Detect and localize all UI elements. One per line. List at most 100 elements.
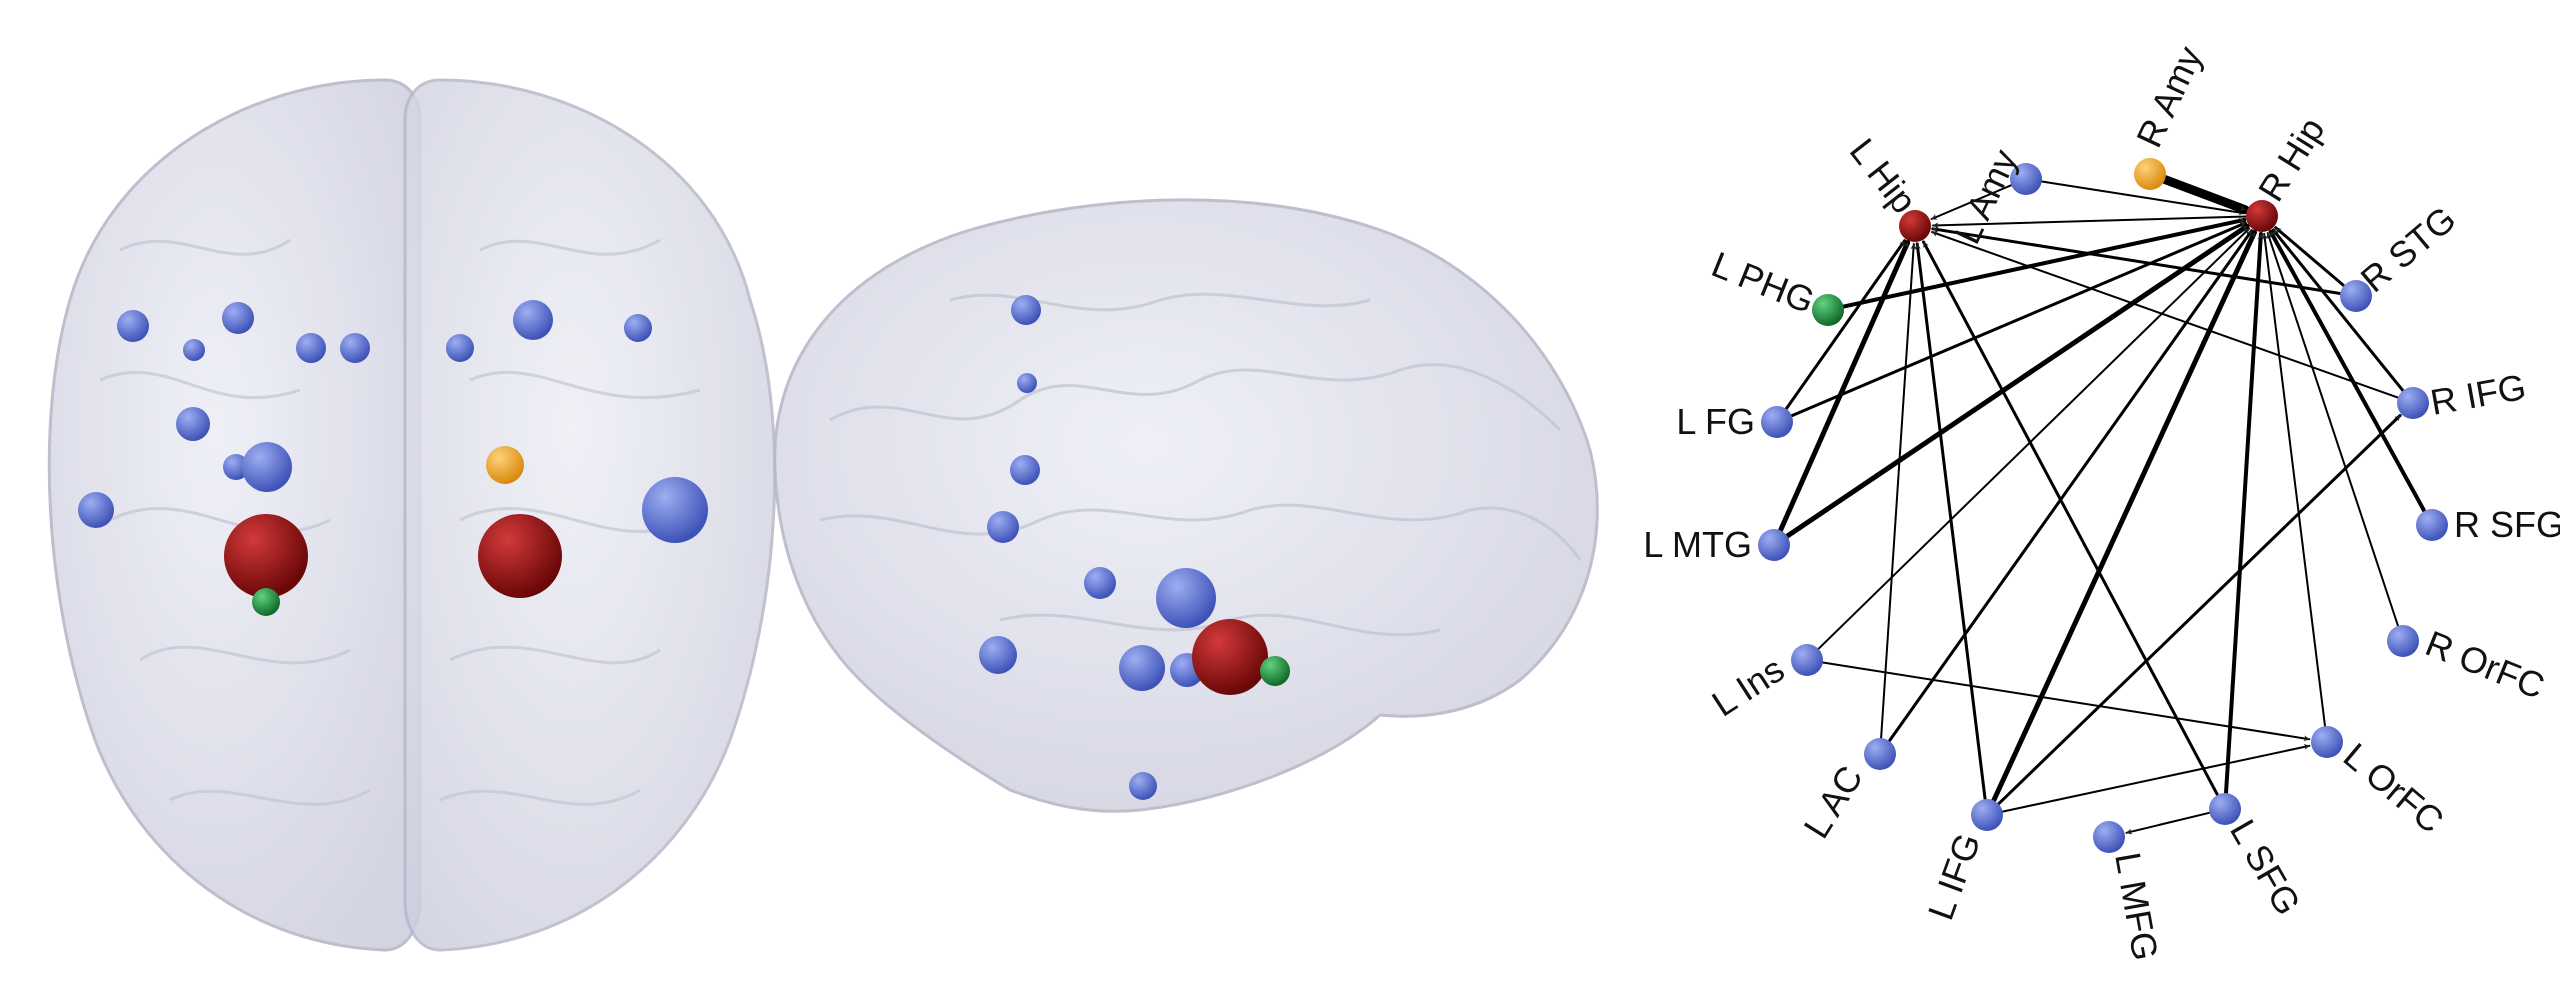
blue-sphere-icon: [1119, 645, 1165, 691]
edge-r-amy-to-r-hip: [2160, 175, 2250, 215]
node-r-sfg: R SFG: [2416, 504, 2560, 545]
node-l-amy: L Amy: [1946, 143, 2042, 250]
node-l-ifg: L IFG: [1920, 799, 2003, 925]
gyri-texture: [819, 292, 1582, 637]
blue-sphere-icon: [296, 333, 326, 363]
node-l-ins: L Ins: [1705, 644, 1823, 724]
node-l-hip: L Hip: [1842, 130, 1931, 242]
edge-l-sfg-to-r-hip: [2224, 232, 2264, 795]
blue-sphere-icon: [1971, 799, 2003, 831]
node-label-l-mtg: L MTG: [1643, 524, 1752, 565]
blue-sphere-icon: [1761, 406, 1793, 438]
green-sphere-icon: [1260, 656, 1290, 686]
red-sphere-icon: [1192, 619, 1268, 695]
blue-sphere-icon: [2093, 821, 2125, 853]
node-label-l-ac: L AC: [1795, 759, 1870, 846]
node-l-fg: L FG: [1676, 401, 1793, 442]
node-label-l-hip: L Hip: [1842, 130, 1925, 220]
node-l-phg: L PHG: [1706, 243, 1844, 326]
edge-layer: [1778, 175, 2427, 835]
node-l-mtg: L MTG: [1643, 524, 1790, 565]
edge-l-orfc-to-r-hip: [2261, 232, 2326, 728]
edge-l-ifg-to-l-hip: [1914, 242, 1987, 801]
node-label-l-orfc: L OrFC: [2336, 735, 2452, 841]
blue-sphere-icon: [1129, 772, 1157, 800]
edge-r-stg-to-r-hip: [2274, 226, 2346, 288]
blue-sphere-icon: [513, 300, 553, 340]
node-label-r-amy: R Amy: [2128, 40, 2210, 153]
blue-sphere-icon: [2209, 793, 2241, 825]
edge-l-ac-to-l-hip: [1880, 243, 1917, 739]
edge-r-stg-to-l-hip: [1931, 226, 2342, 295]
green-sphere-icon: [252, 588, 280, 616]
edge-l-ins-to-l-orfc: [1821, 661, 2311, 742]
right-hemisphere-shape: [403, 78, 777, 952]
edge-l-ins-to-r-hip: [1817, 227, 2251, 650]
edge-l-ifg-to-r-hip: [1991, 229, 2257, 803]
blue-sphere-icon: [2416, 509, 2448, 541]
node-label-r-orfc: R OrFC: [2420, 622, 2550, 706]
node-l-sfg: L SFG: [2209, 793, 2309, 922]
blue-sphere-icon: [642, 477, 708, 543]
blue-sphere-icon: [223, 454, 249, 480]
red-sphere-icon: [1899, 210, 1931, 242]
edge-l-amy-to-r-hip: [2040, 180, 2246, 216]
red-sphere-icon: [478, 514, 562, 598]
blue-sphere-icon: [1010, 455, 1040, 485]
node-label-l-ifg: L IFG: [1920, 828, 1989, 925]
node-r-stg: R STG: [2340, 198, 2463, 312]
edge-r-ifg-to-l-hip: [1931, 230, 2399, 399]
blue-sphere-icon: [176, 407, 210, 441]
brain-side-shape: [773, 198, 1599, 813]
node-r-amy: R Amy: [2128, 40, 2210, 190]
node-label-l-fg: L FG: [1676, 401, 1755, 442]
blue-sphere-icon: [1758, 529, 1790, 561]
blue-sphere-icon: [78, 492, 114, 528]
node-l-ac: L AC: [1795, 738, 1896, 845]
edge-r-ifg-to-r-hip: [2271, 228, 2405, 393]
blue-sphere-icon: [979, 636, 1017, 674]
node-r-hip: R Hip: [2246, 110, 2332, 232]
blue-sphere-icon: [1791, 644, 1823, 676]
edge-l-ifg-to-l-orfc: [2001, 743, 2311, 813]
edge-l-sfg-to-l-hip: [1922, 240, 2219, 797]
node-l-mfg: L MFG: [2093, 821, 2166, 963]
edge-l-amy-to-l-hip: [1930, 184, 2013, 220]
edge-r-hip-to-l-hip: [1932, 215, 2247, 229]
blue-sphere-icon: [1011, 295, 1041, 325]
orange-sphere-icon: [2134, 158, 2166, 190]
blue-sphere-icon: [1084, 567, 1116, 599]
edge-l-mtg-to-r-hip: [1784, 223, 2250, 539]
edge-l-ifg-to-r-ifg: [1997, 414, 2402, 806]
edge-r-orfc-to-r-hip: [2266, 232, 2399, 627]
blue-sphere-icon: [624, 314, 652, 342]
node-label-l-mfg: L MFG: [2107, 849, 2166, 963]
blue-sphere-icon: [117, 310, 149, 342]
edge-l-fg-to-r-hip: [1790, 221, 2247, 418]
blue-sphere-icon: [987, 511, 1019, 543]
axial-brain-view: [47, 78, 777, 952]
red-sphere-icon: [224, 514, 308, 598]
green-sphere-icon: [1812, 294, 1844, 326]
blue-sphere-icon: [446, 334, 474, 362]
blue-sphere-icon: [2340, 280, 2372, 312]
node-r-orfc: R OrFC: [2387, 622, 2550, 707]
blue-sphere-icon: [242, 442, 292, 492]
node-label-l-phg: L PHG: [1706, 243, 1820, 321]
edge-l-fg-to-l-hip: [1784, 239, 1907, 411]
node-l-orfc: L OrFC: [2311, 726, 2452, 841]
node-label-r-ifg: R IFG: [2427, 366, 2529, 423]
node-label-l-sfg: L SFG: [2222, 813, 2309, 922]
blue-sphere-icon: [1864, 738, 1896, 770]
blue-sphere-icon: [2010, 163, 2042, 195]
orange-sphere-icon: [486, 446, 524, 484]
blue-sphere-icon: [340, 333, 370, 363]
blue-sphere-icon: [2311, 726, 2343, 758]
sagittal-brain-view: [773, 198, 1599, 813]
blue-sphere-icon: [2397, 387, 2429, 419]
node-label-r-stg: R STG: [2353, 198, 2464, 300]
node-label-l-ins: L Ins: [1705, 648, 1792, 724]
